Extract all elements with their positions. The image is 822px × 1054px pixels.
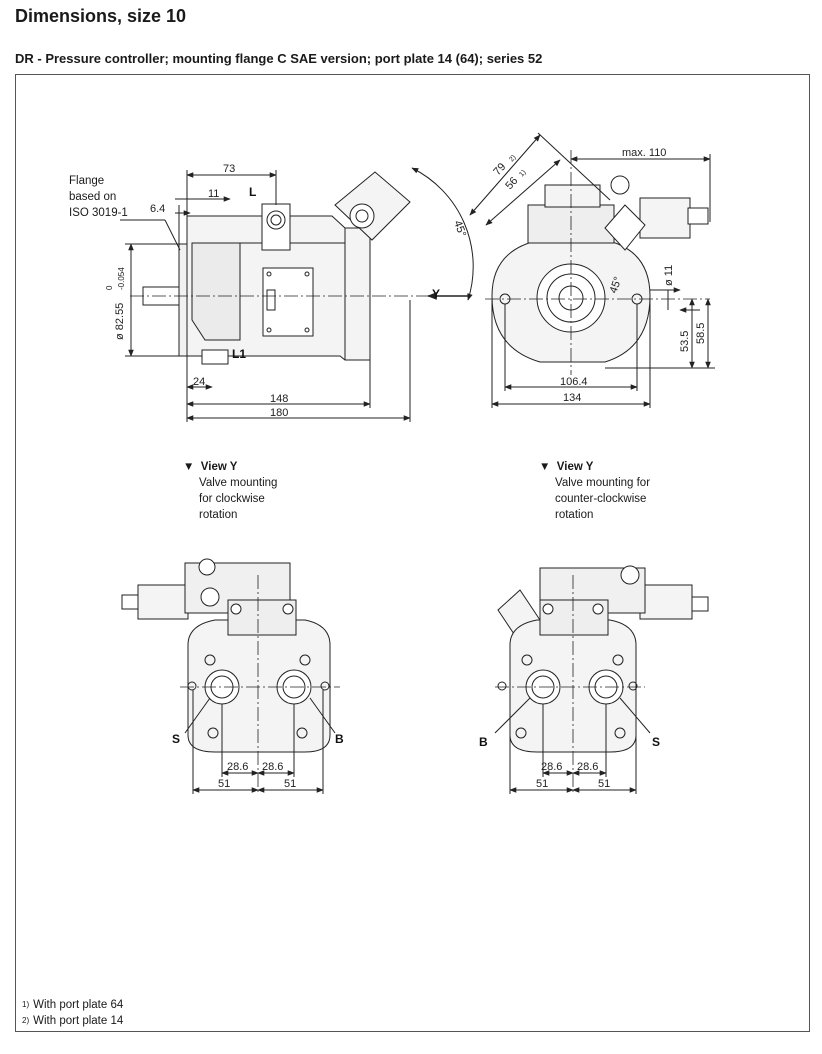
dim-106-4: 106.4 xyxy=(560,376,588,388)
dim-148: 148 xyxy=(270,393,288,405)
dim-56-footnote: 1) xyxy=(518,169,527,178)
front-view xyxy=(469,132,715,408)
view-y-counter-clockwise xyxy=(494,565,709,795)
mounting-flange xyxy=(178,243,188,357)
front-view-labels: 79 2) 56 1) max. 110 ø 11 45° 53.5 58.5 … xyxy=(491,147,707,404)
view-y-counter-clockwise-labels: B S 28.6 28.6 51 51 xyxy=(479,735,660,790)
dim-51-right-cw: 51 xyxy=(284,778,296,790)
dim-79: 79 xyxy=(491,161,508,178)
dim-58-5: 58.5 xyxy=(695,323,707,344)
port-L1-label: L1 xyxy=(232,347,246,361)
dim-max-110: max. 110 xyxy=(622,147,666,159)
dim-180: 180 xyxy=(270,407,288,419)
name-plate xyxy=(262,267,314,337)
page-title: Dimensions, size 10 xyxy=(15,6,187,26)
port-B-label-cw: B xyxy=(335,732,344,746)
dim-angle-45: 45° xyxy=(451,219,468,239)
triangle-down-icon: ▼ xyxy=(539,461,551,473)
dim-diameter-82-55: ø 82.55 xyxy=(114,303,126,340)
dim-28-6-left-cw: 28.6 xyxy=(227,761,248,773)
dim-28-6-right-cw: 28.6 xyxy=(262,761,283,773)
side-view-labels: 73 11 6.4 24 148 180 ø 82.55 0 -0.054 45… xyxy=(105,163,468,419)
dim-24: 24 xyxy=(193,376,205,388)
port-L-label: L xyxy=(249,185,256,199)
view-y-clockwise xyxy=(121,558,340,795)
dim-51-left-cw: 51 xyxy=(218,778,230,790)
dim-51-right-ccw: 51 xyxy=(598,778,610,790)
dim-11: 11 xyxy=(208,188,219,200)
view-y-clockwise-labels: S B 28.6 28.6 51 51 xyxy=(172,732,344,790)
port-S-label-ccw: S xyxy=(652,735,660,749)
dim-53-5: 53.5 xyxy=(679,331,691,352)
dim-tolerance-lower: -0.054 xyxy=(117,267,126,290)
footnote-2: 2)With port plate 14 xyxy=(22,1015,124,1027)
drawing-frame xyxy=(15,74,810,1032)
dim-51-left-ccw: 51 xyxy=(536,778,548,790)
dim-6-4: 6.4 xyxy=(150,203,165,215)
port-S-label-cw: S xyxy=(172,732,180,746)
dim-134: 134 xyxy=(563,392,581,404)
view-y-cw-caption: ▼ View Y Valve mounting for clockwise ro… xyxy=(183,461,278,521)
dim-diameter-11: ø 11 xyxy=(663,265,675,286)
port-B-label-ccw: B xyxy=(479,735,488,749)
view-Y-label: Y xyxy=(432,287,440,301)
dim-56: 56 xyxy=(503,175,520,192)
port-L1-body xyxy=(201,349,229,365)
pressure-controller xyxy=(334,171,411,241)
triangle-down-icon: ▼ xyxy=(183,461,195,473)
side-view xyxy=(120,167,474,422)
page-subtitle: DR - Pressure controller; mounting flang… xyxy=(15,51,543,66)
dim-tolerance-upper: 0 xyxy=(105,285,114,290)
flange-note: Flange based on ISO 3019-1 xyxy=(69,175,128,219)
controller-block xyxy=(639,197,691,239)
dim-79-footnote: 2) xyxy=(508,154,517,163)
footnote-1: 1)With port plate 64 xyxy=(22,999,124,1011)
dim-73: 73 xyxy=(223,163,235,175)
dim-28-6-right-ccw: 28.6 xyxy=(577,761,598,773)
dim-28-6-left-ccw: 28.6 xyxy=(541,761,562,773)
view-y-ccw-caption: ▼ View Y Valve mounting for counter-cloc… xyxy=(539,461,651,521)
footnotes: 1)With port plate 64 2)With port plate 1… xyxy=(22,997,123,1029)
dim-angle-45-front: 45° xyxy=(608,275,625,295)
